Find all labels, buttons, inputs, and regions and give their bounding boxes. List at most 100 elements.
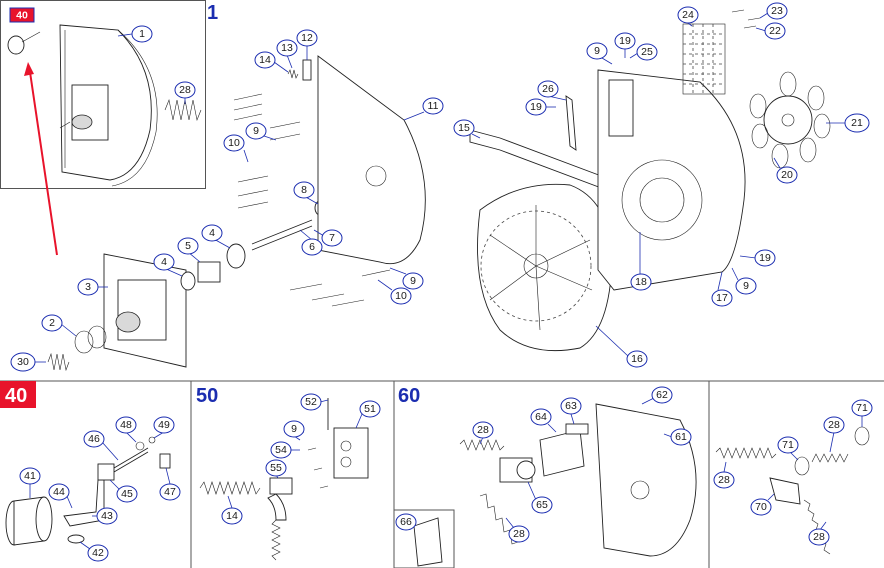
- callout-inset-1: 1: [117, 25, 153, 43]
- callout-66: 66: [395, 513, 417, 531]
- rim-strip: [469, 129, 613, 193]
- svg-text:12: 12: [301, 32, 313, 44]
- svg-text:11: 11: [428, 100, 439, 112]
- sec60-parts: [413, 403, 697, 567]
- impeller-wheel: [477, 183, 613, 352]
- callout-19a: 19: [614, 32, 636, 58]
- section-label-60: 60: [398, 385, 420, 407]
- callout-2: 2: [41, 314, 77, 337]
- callout-55: 55: [265, 459, 287, 479]
- svg-text:18: 18: [635, 276, 647, 288]
- svg-text:19: 19: [759, 252, 771, 264]
- callout-70-28b: 28: [823, 416, 845, 453]
- svg-text:15: 15: [458, 122, 470, 134]
- callout-65: 65: [527, 481, 553, 514]
- svg-text:5: 5: [185, 240, 191, 252]
- svg-text:71: 71: [782, 439, 794, 451]
- callout-26: 26: [537, 80, 567, 101]
- callout-19c: 19: [739, 249, 776, 267]
- callout-14: 14: [254, 51, 289, 73]
- section-label-main: 1: [207, 2, 218, 24]
- svg-text:14: 14: [226, 510, 238, 522]
- svg-text:49: 49: [158, 419, 170, 431]
- callout-3: 3: [77, 278, 108, 296]
- callout-21: 21: [826, 113, 870, 133]
- callout-45: 45: [109, 479, 138, 503]
- callout-30: 30: [10, 352, 46, 372]
- svg-text:9: 9: [253, 125, 259, 137]
- svg-text:13: 13: [281, 42, 293, 54]
- callout-9c: 9: [731, 267, 757, 295]
- callout-71b: 71: [777, 436, 799, 461]
- callout-6: 6: [299, 229, 323, 256]
- svg-text:16: 16: [631, 353, 643, 365]
- callout-25: 25: [629, 43, 658, 61]
- svg-text:51: 51: [364, 403, 376, 415]
- svg-text:28: 28: [828, 419, 840, 431]
- callout-64: 64: [530, 408, 557, 433]
- callout-18: 18: [630, 232, 652, 291]
- callout-24: 24: [677, 6, 699, 27]
- callout-49: 49: [153, 416, 175, 439]
- svg-text:23: 23: [771, 5, 783, 17]
- callout-42: 42: [79, 541, 109, 562]
- svg-text:4: 4: [209, 227, 215, 239]
- svg-text:25: 25: [641, 46, 653, 58]
- svg-text:28: 28: [477, 424, 489, 436]
- callout-60-28b: 28: [505, 517, 530, 543]
- callout-9a: 9: [245, 122, 277, 141]
- section-label-50: 50: [196, 385, 218, 407]
- mesh-screen: [682, 23, 726, 95]
- svg-text:19: 19: [619, 35, 631, 47]
- svg-text:64: 64: [535, 411, 547, 423]
- svg-text:10: 10: [395, 290, 407, 302]
- callout-10b: 10: [377, 279, 412, 305]
- svg-text:6: 6: [309, 241, 315, 253]
- svg-text:7: 7: [329, 232, 335, 244]
- sec50-parts: [199, 398, 369, 561]
- section-40-highlight: [0, 381, 36, 408]
- svg-text:28: 28: [718, 474, 730, 486]
- callout-15: 15: [453, 119, 481, 139]
- callout-44: 44: [48, 483, 73, 509]
- sec66-box: [393, 509, 455, 568]
- svg-text:66: 66: [400, 516, 412, 528]
- callout-50-14: 14: [221, 495, 243, 525]
- section-label-40: 40: [5, 385, 27, 407]
- svg-text:2: 2: [49, 317, 55, 329]
- svg-text:28: 28: [813, 531, 825, 543]
- callout-70-28c: 28: [808, 521, 830, 546]
- callout-61: 61: [663, 428, 692, 446]
- svg-text:70: 70: [755, 501, 767, 513]
- callout-17: 17: [711, 271, 733, 307]
- callout-71a: 71: [851, 399, 873, 427]
- callout-inset-28: 28: [174, 81, 196, 104]
- callout-50-9: 9: [283, 420, 305, 441]
- svg-text:62: 62: [656, 389, 668, 401]
- svg-text:26: 26: [542, 83, 554, 95]
- svg-text:61: 61: [675, 431, 687, 443]
- callout-70: 70: [750, 493, 775, 516]
- callout-12: 12: [296, 29, 318, 60]
- callout-62: 62: [641, 386, 673, 405]
- svg-text:28: 28: [513, 528, 525, 540]
- callout-52: 52: [300, 393, 329, 411]
- callout-11: 11: [403, 97, 444, 121]
- inset-frame: [0, 0, 206, 189]
- callout-4b: 4: [201, 224, 231, 249]
- svg-text:65: 65: [536, 499, 548, 511]
- callout-13: 13: [276, 39, 298, 69]
- svg-text:46: 46: [88, 433, 100, 445]
- svg-text:9: 9: [594, 45, 600, 57]
- callout-16: 16: [595, 325, 648, 368]
- callout-41: 41: [19, 467, 41, 498]
- callout-43: 43: [92, 507, 118, 525]
- callout-7: 7: [313, 229, 343, 247]
- callout-47: 47: [159, 467, 181, 501]
- svg-text:22: 22: [769, 25, 781, 37]
- sec40-parts: [5, 436, 171, 546]
- svg-text:44: 44: [53, 486, 65, 498]
- svg-text:71: 71: [856, 402, 868, 414]
- svg-text:14: 14: [259, 54, 271, 66]
- callout-4a: 4: [153, 253, 183, 277]
